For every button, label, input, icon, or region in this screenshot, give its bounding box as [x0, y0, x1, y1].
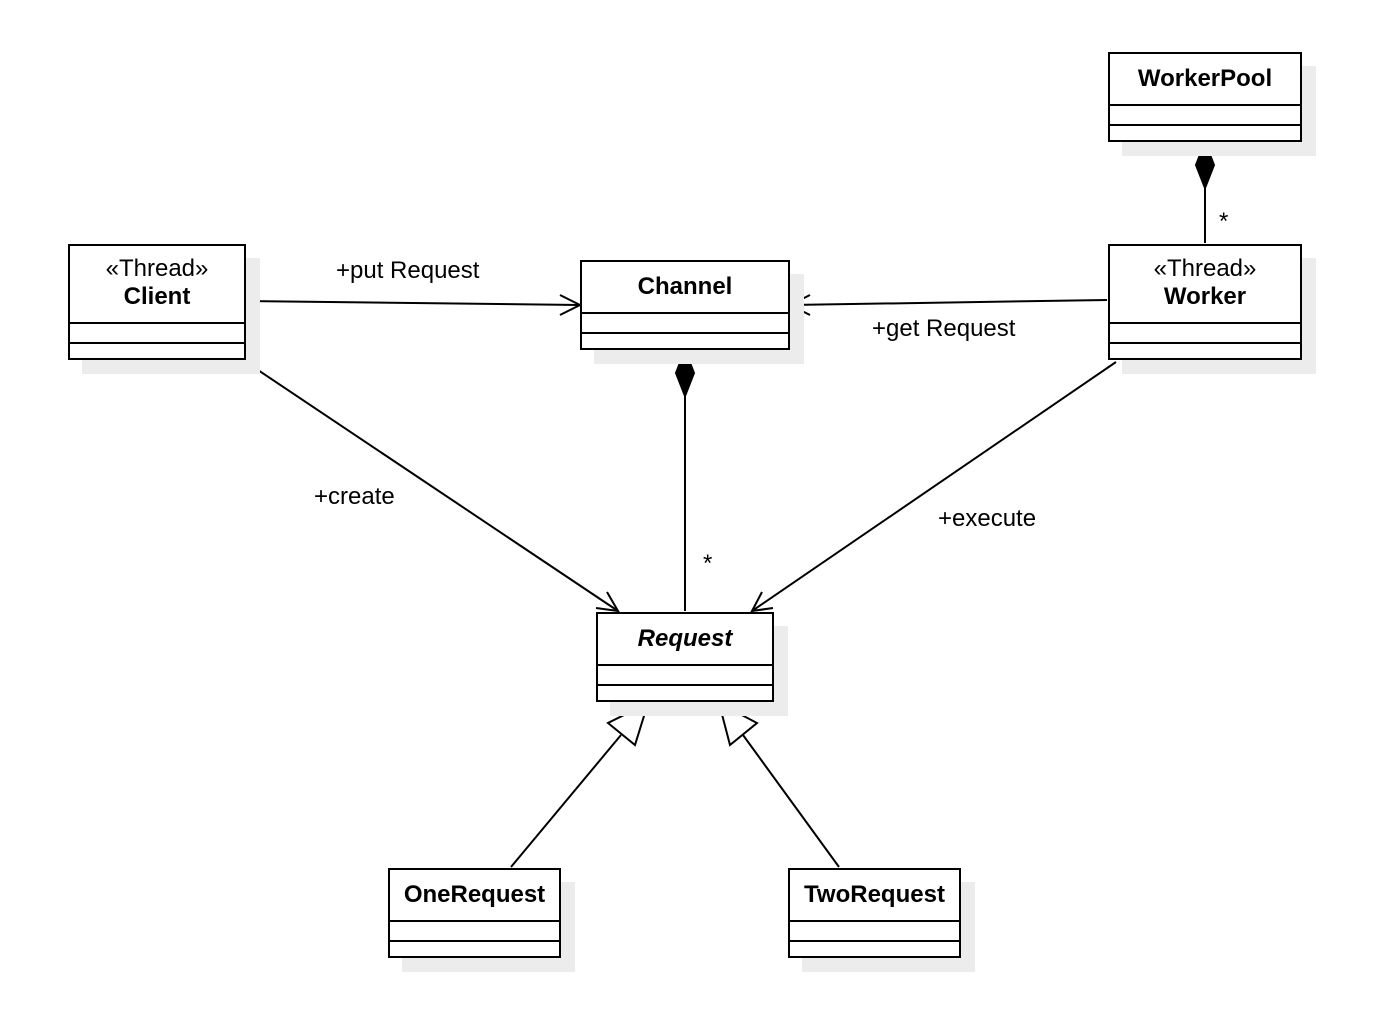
channel-request-composition [674, 347, 696, 611]
workerpool-class[interactable]: WorkerPool [1108, 52, 1302, 142]
client-name: Client [123, 283, 191, 310]
channel-attributes [582, 314, 788, 334]
put-request-label: +put Request [336, 257, 480, 284]
worker-stereotype: «Thread» [1153, 255, 1257, 282]
onerequest-attributes [390, 922, 559, 942]
workerpool-header: WorkerPool [1110, 54, 1300, 106]
client-header: «Thread» Client [70, 246, 244, 324]
workerpool-worker-composition [1194, 139, 1216, 243]
request-class[interactable]: Request [596, 612, 774, 702]
onerequest-header: OneRequest [390, 870, 559, 922]
tworequest-class[interactable]: TwoRequest [788, 868, 961, 958]
get-request-association [787, 294, 1108, 316]
channel-header: Channel [582, 262, 788, 314]
client-class[interactable]: «Thread» Client [68, 244, 246, 360]
get-request-label: +get Request [872, 315, 1016, 342]
worker-operations [1110, 344, 1300, 360]
onerequest-class[interactable]: OneRequest [388, 868, 561, 958]
tworequest-attributes [790, 922, 959, 942]
request-attributes [598, 666, 772, 686]
request-operations [598, 686, 772, 702]
request-header: Request [598, 614, 772, 666]
tworequest-operations [790, 942, 959, 958]
channel-name: Channel [637, 273, 733, 300]
onerequest-name: OneRequest [403, 881, 546, 908]
put-request-association [246, 294, 583, 316]
worker-name: Worker [1163, 283, 1247, 310]
workerpool-name: WorkerPool [1137, 65, 1273, 92]
workerpool-operations [1110, 126, 1300, 142]
tworequest-generalization [717, 701, 840, 868]
worker-header: «Thread» Worker [1110, 246, 1300, 324]
tworequest-name: TwoRequest [804, 881, 945, 908]
workerpool-attributes [1110, 106, 1300, 126]
create-association [245, 361, 620, 613]
onerequest-operations [390, 942, 559, 958]
create-label: +create [314, 483, 395, 510]
channel-class[interactable]: Channel [580, 260, 790, 350]
pool-worker-multiplicity: * [1219, 208, 1229, 235]
worker-class[interactable]: «Thread» Worker [1108, 244, 1302, 360]
client-attributes [70, 324, 244, 344]
tworequest-header: TwoRequest [790, 870, 959, 922]
client-stereotype: «Thread» [105, 255, 209, 282]
channel-operations [582, 334, 788, 350]
execute-label: +execute [938, 505, 1037, 532]
onerequest-generalization [510, 701, 650, 868]
channel-request-multiplicity: * [703, 550, 713, 577]
execute-association [750, 361, 1117, 613]
worker-attributes [1110, 324, 1300, 344]
request-name: Request [637, 625, 733, 652]
client-operations [70, 344, 244, 360]
